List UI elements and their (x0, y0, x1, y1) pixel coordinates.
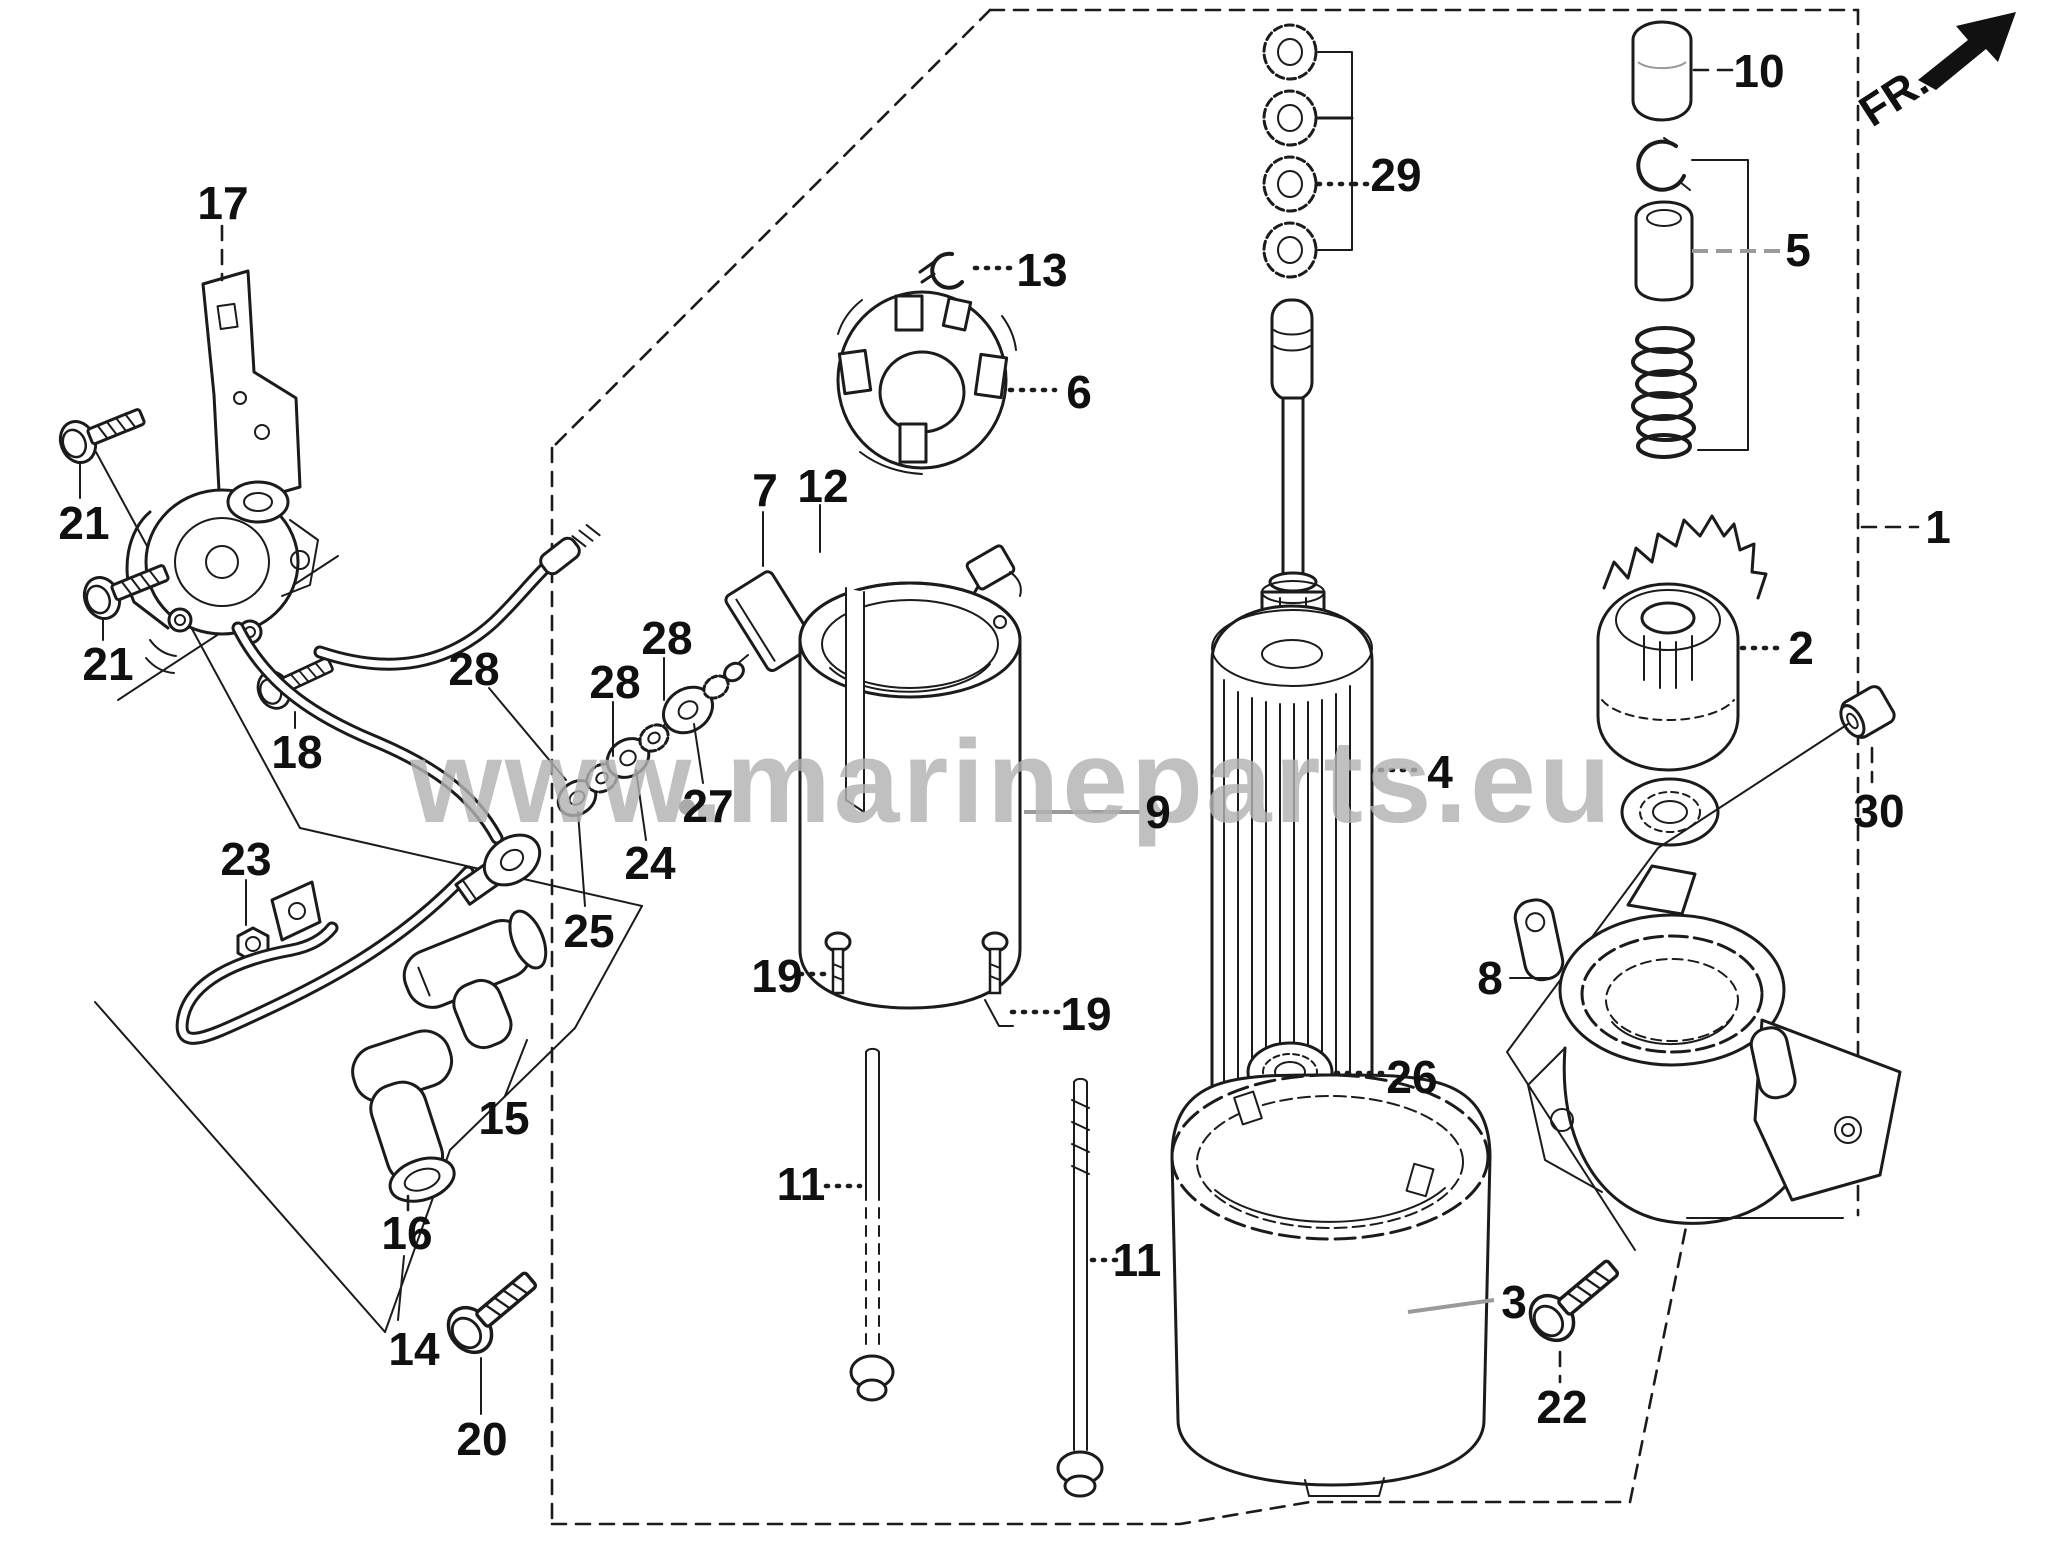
part-10-cap (1631, 20, 1734, 122)
part-8-gear-case (1506, 847, 1902, 1251)
part-2-pinion-gear (1596, 514, 1787, 847)
part-14-cable-assembly (175, 524, 601, 1045)
part-label-7: 7 (752, 464, 778, 516)
part-label-28: 28 (641, 612, 692, 664)
part-label-6: 6 (1066, 366, 1092, 418)
part-3-yoke-housing (1170, 1073, 1495, 1497)
part-label-15: 15 (478, 1092, 529, 1144)
part-label-5: 5 (1785, 224, 1811, 276)
part-21-bolt-upper (52, 395, 152, 499)
part-21-bolt-lower (76, 551, 176, 641)
part-label-28: 28 (589, 656, 640, 708)
part-label-11: 11 (777, 1158, 826, 1210)
part-label-24: 24 (624, 837, 676, 889)
part-label-13: 13 (1016, 244, 1067, 296)
part-label-14: 14 (388, 1323, 440, 1375)
part-16-elbow-tube (351, 1029, 456, 1321)
part-label-29: 29 (1370, 149, 1421, 201)
leader-lines (220, 224, 1920, 529)
part-number-labels: 1234567891011111213141516171819192021212… (58, 45, 1950, 1465)
part-11-through-bolt-right (1056, 1077, 1123, 1498)
part-13-clip (918, 251, 1018, 290)
part-11-through-bolt-left (823, 1047, 895, 1402)
part-label-18: 18 (271, 726, 322, 778)
part-label-12: 12 (797, 460, 848, 512)
part-label-30: 30 (1853, 785, 1904, 837)
part-label-11: 11 (1113, 1234, 1162, 1286)
part-label-21: 21 (82, 638, 133, 690)
part-label-4: 4 (1427, 746, 1453, 798)
watermark-text: www.marineparts.eu (409, 716, 1614, 848)
part-label-26: 26 (1386, 1051, 1437, 1103)
fr-arrow-icon (1918, 12, 2016, 90)
part-label-17: 17 (197, 177, 248, 229)
part-label-10: 10 (1733, 45, 1784, 97)
diagram-boundary (550, 8, 1860, 1526)
part-5-clip-sleeve-spring (1631, 137, 1780, 459)
part-solenoid-switch (125, 480, 319, 674)
part-17-bracket (201, 269, 302, 512)
part-label-21: 21 (58, 497, 109, 549)
part-label-27: 27 (682, 780, 733, 832)
part-label-25: 25 (563, 905, 614, 957)
part-label-28: 28 (448, 643, 499, 695)
part-label-19: 19 (751, 950, 802, 1002)
part-label-8: 8 (1477, 952, 1503, 1004)
part-label-2: 2 (1788, 622, 1814, 674)
part-label-22: 22 (1536, 1381, 1587, 1433)
part-label-19: 19 (1060, 988, 1111, 1040)
part-label-23: 23 (220, 833, 271, 885)
part-label-9: 9 (1145, 786, 1171, 838)
part-label-16: 16 (381, 1207, 432, 1259)
part-30-bushing (1657, 685, 1896, 849)
part-29-seal-rings (1262, 23, 1379, 279)
part-22-bolt (1519, 1246, 1631, 1384)
part-6-brush-holder (836, 290, 1058, 475)
fr-label: FR. (1851, 57, 1937, 137)
part-7-brush (724, 511, 816, 673)
part-18-bolt (250, 645, 340, 729)
part-19-bolt-right (981, 931, 1063, 1015)
part-19-bolt-left (797, 931, 852, 995)
part-label-3: 3 (1501, 1276, 1527, 1328)
part-15-grommet (402, 909, 548, 1097)
part-label-20: 20 (456, 1413, 507, 1465)
washer-chain (488, 654, 749, 907)
part-9-end-cover (798, 581, 1140, 1027)
part-20-bolt (437, 1258, 549, 1415)
part-label-1: 1 (1925, 501, 1951, 553)
fr-direction-indicator: FR. (1851, 12, 2016, 136)
